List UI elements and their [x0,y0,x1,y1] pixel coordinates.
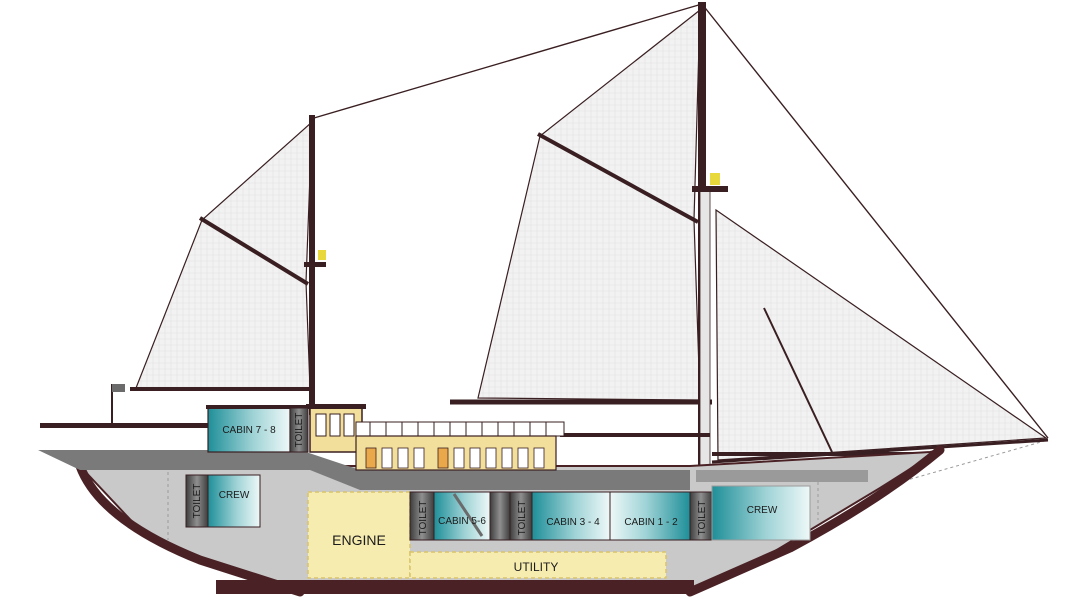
aft-toilet-label: TOILET [192,484,203,519]
upper-toilet-box [289,407,309,453]
stern-flag [111,384,125,424]
aft-mast-light-icon [318,250,326,260]
mid-rail [560,433,710,437]
salon-windows [365,447,545,469]
wheelhouse-window [343,413,355,437]
cabin-3-4-label: CABIN 3 - 4 [546,517,600,528]
main-mast-lower [699,189,711,487]
cabin-1-2-box [609,491,691,541]
aft-crew-box [207,474,261,528]
jib-foot-line [711,438,1049,464]
engine-label: ENGINE [332,532,386,548]
deckhouse [306,404,565,471]
fwd-crew-label: CREW [747,505,778,516]
engine-room: ENGINE [307,491,411,579]
main-stay-line [313,3,703,119]
aft-rail [40,423,210,428]
fore-rail [712,452,932,456]
upper-toilet-label: TOILET [294,413,305,448]
fore-stay-line [701,3,1049,439]
keel [216,580,694,594]
mid-toilet-b-label: TOILET [517,501,528,536]
mid-toilet-a-label: TOILET [418,501,429,536]
jib-sheet-line [763,307,833,453]
mid-cabins: TOILET CABIN 5-6 TOILET CABIN 3 - 4 CABI… [409,485,811,541]
wheelhouse-window [329,413,341,437]
utility-label: UTILITY [514,560,559,574]
deck-rails [40,423,932,456]
cabin-7-8-room: CABIN 7 - 8 TOILET [206,405,310,453]
main-sail [450,2,728,487]
fwd-toilet-label: TOILET [697,501,708,536]
aft-crew-label: CREW [219,490,250,501]
wheelhouse-roof [306,404,366,409]
cabin-7-8-box [207,407,291,453]
main-gaff [537,132,699,224]
cabin-7-8-roof [206,405,310,409]
cabin-3-4-box [531,491,611,541]
stern-keel-line [75,461,305,597]
mid-toilet-a-box [409,491,435,541]
mid-toilet-b-box [489,491,511,541]
jib-sail [711,208,1049,464]
flag-icon [112,384,125,392]
aft-crosstree [304,262,326,267]
fwd-crew-box [711,485,811,541]
utility-room: UTILITY [409,551,667,579]
bow-keel-line [685,445,945,597]
stair-ladder [452,493,484,537]
wheelhouse-window [315,413,327,437]
cabin-1-2-label: CABIN 1 - 2 [624,517,678,528]
main-crosstree [692,186,728,192]
railing-posts [369,422,547,436]
jib [715,208,1048,461]
aft-crew-area: TOILET CREW [185,474,261,528]
aft-gaff [198,216,310,286]
engine-box [307,491,411,579]
cabin-5-6-label: CABIN 5-6 [438,516,486,527]
utility-box [409,551,667,579]
fore-deck [696,470,868,482]
main-mast-light-icon [710,173,720,185]
cabin-7-8-label: CABIN 7 - 8 [222,425,276,436]
aft-sail [130,115,326,415]
upper-deck-railing [355,421,565,437]
